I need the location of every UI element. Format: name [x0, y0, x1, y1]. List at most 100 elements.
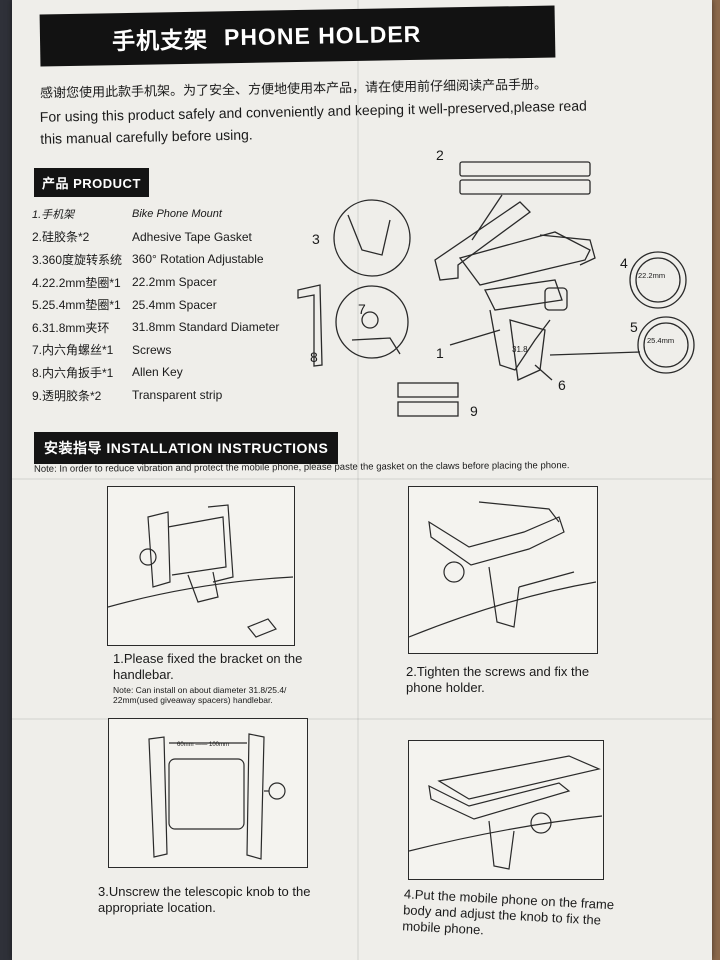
knob [544, 287, 568, 311]
part-cn: 5.25.4mm垫圈*1 [32, 298, 121, 313]
holder-base [484, 279, 563, 311]
step-4-drawing [408, 755, 603, 870]
part-cn: 1.手机架 [32, 209, 75, 222]
holder-cradle [167, 516, 227, 576]
part-row: 6.31.8mm夹环 31.8mm Standard Diameter [32, 316, 279, 339]
part-row: 2.硅胶条*2 Adhesive Tape Gasket [32, 226, 279, 249]
handlebar [408, 581, 597, 638]
part-cn: 9.透明胶条*2 [32, 388, 102, 403]
holder-body [168, 758, 245, 830]
holder-claw [246, 733, 265, 860]
part-row: 8.内六角扳手*1 Allen Key [32, 361, 279, 384]
part-cn: 6.31.8mm夹环 [32, 320, 110, 335]
part-en: Transparent strip [132, 388, 223, 403]
screw-detail [335, 285, 409, 359]
label-spacer-22: 22.2mm [638, 271, 665, 280]
gasket-strip [459, 161, 591, 177]
part-en: 31.8mm Standard Diameter [132, 320, 280, 335]
label-4: 4 [620, 255, 628, 271]
label-6: 6 [558, 377, 566, 393]
knob [139, 548, 157, 566]
part-en: Allen Key [132, 365, 183, 380]
holder-stem [488, 566, 520, 628]
fold-line [12, 478, 712, 480]
step-2-text: 2.Tighten the screws and fix the phone h… [406, 664, 590, 695]
part-row: 3.360度旋转系统 360° Rotation Adjustable [32, 248, 279, 271]
install-section-tag: 安装指导 INSTALLATION INSTRUCTIONS [34, 432, 339, 464]
step-1-text: 1.Please fixed the bracket on the handle… [113, 651, 323, 705]
leader-line [534, 364, 553, 381]
step-1-note: Note: Can install on about diameter 31.8… [113, 685, 287, 705]
screw-head [361, 311, 379, 329]
leader-line [549, 351, 641, 356]
spacer-22-inner [635, 257, 681, 303]
holder-claw [148, 736, 168, 858]
part-en: 22.2mm Spacer [132, 275, 217, 290]
knob [443, 561, 465, 583]
part-cn: 8.内六角扳手*1 [32, 365, 114, 380]
clamp-ring [247, 618, 277, 638]
transparent-strip [397, 401, 459, 417]
part-row: 4.22.2mm垫圈*1 22.2mm Spacer [32, 271, 279, 294]
part-en: Screws [132, 342, 172, 357]
holder-cradle [428, 782, 571, 820]
parts-diagram: 2 31.8 3 7 8 22.2mm 4 25.4mm 5 1 6 9 [297, 147, 695, 419]
holder-stem [489, 309, 551, 371]
holder-claw [207, 504, 234, 583]
title-banner: 手机支架 PHONE HOLDER [39, 5, 556, 67]
clamp [187, 571, 219, 603]
label-3: 3 [312, 231, 320, 247]
step-3-illustration: 60mm —— 100mm [108, 718, 308, 868]
step-2-drawing [408, 501, 597, 638]
gasket-strip [459, 179, 591, 195]
handlebar [408, 815, 603, 852]
rotation-detail [333, 199, 411, 277]
part-en: Bike Phone Mount [132, 208, 222, 221]
part-en: Adhesive Tape Gasket [132, 229, 252, 244]
holder-cradle [458, 231, 591, 286]
part-cn: 7.内六角螺丝*1 [32, 343, 114, 358]
label-2: 2 [436, 147, 444, 163]
part-row: 9.透明胶条*2 Transparent strip [32, 384, 279, 407]
part-cn: 2.硅胶条*2 [32, 230, 90, 245]
label-1: 1 [436, 345, 444, 361]
step-3-drawing: 60mm —— 100mm [148, 733, 286, 860]
step-2-illustration [408, 486, 598, 654]
phone [437, 755, 601, 800]
step-4-illustration [408, 740, 604, 880]
title-en: PHONE HOLDER [223, 20, 422, 50]
parts-list: 1.手机架 Bike Phone Mount 2.硅胶条*2 Adhesive Ta… [32, 203, 279, 406]
fold-line [12, 718, 712, 720]
part-row: 7.内六角螺丝*1 Screws [32, 339, 279, 362]
holder-stem [488, 820, 515, 870]
handlebar [107, 576, 294, 608]
product-section-tag: 产品 PRODUCT [34, 168, 149, 197]
allen-key [297, 284, 323, 367]
step-1-label: 1.Please fixed the bracket on the handle… [113, 651, 303, 682]
title-cn: 手机支架 [111, 26, 209, 55]
label-clamp: 31.8 [512, 345, 528, 354]
part-en: 360° Rotation Adjustable [132, 252, 264, 267]
step-1-drawing [107, 504, 294, 638]
rotation-part [347, 214, 391, 256]
holder-claw [434, 201, 531, 281]
spacer-22 [629, 251, 687, 309]
label-8: 8 [310, 349, 318, 365]
knob [268, 782, 286, 800]
screw-body [351, 337, 401, 355]
label-5: 5 [630, 319, 638, 335]
part-cn: 3.360度旋转系统 [32, 252, 123, 267]
part-row: 1.手机架 Bike Phone Mount [32, 203, 279, 226]
allen-key [518, 571, 575, 588]
label-7: 7 [358, 301, 366, 317]
range-label: 60mm —— 100mm [177, 742, 229, 748]
spacer-25-inner [643, 322, 689, 368]
part-en: 25.4mm Spacer [132, 297, 217, 312]
leader-line [449, 329, 501, 346]
part-cn: 4.22.2mm垫圈*1 [32, 275, 121, 290]
step-1-illustration [107, 486, 295, 646]
holder-claw [539, 234, 596, 266]
label-spacer-25: 25.4mm [647, 336, 674, 345]
transparent-strip [397, 382, 459, 398]
label-9: 9 [470, 403, 478, 419]
